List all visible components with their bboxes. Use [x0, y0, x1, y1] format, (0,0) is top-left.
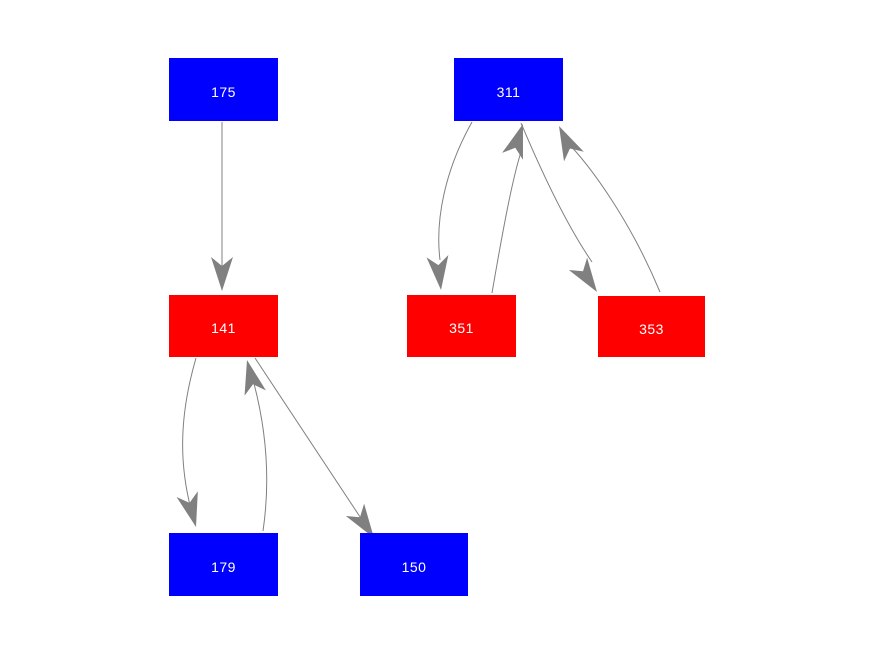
graph-edge-179-to-141: [248, 365, 268, 532]
graph-arrowhead-179-to-141: [244, 360, 266, 396]
graph-node-179[interactable]: 179: [169, 533, 278, 596]
graph-node-353[interactable]: 353: [598, 296, 705, 357]
graph-node-label: 311: [496, 83, 521, 100]
graph-arrowhead-175-to-141: [211, 257, 233, 291]
graph-arrowhead-141-to-179: [176, 491, 198, 527]
graph-edge-141-to-150: [254, 357, 373, 536]
graph-arrowhead-353-to-311: [559, 126, 584, 162]
graph-node-141[interactable]: 141: [169, 295, 278, 357]
graph-arrowhead-311-to-351: [426, 255, 449, 290]
graph-node-label: 175: [211, 83, 236, 100]
graph-node-311[interactable]: 311: [454, 58, 563, 121]
graph-edge-353-to-311: [564, 139, 661, 293]
graph-arrowhead-311-to-353: [568, 257, 597, 292]
graph-node-150[interactable]: 150: [360, 533, 468, 596]
graph-edge-311-to-353: [520, 122, 593, 263]
graph-node-label: 141: [211, 320, 236, 336]
graph-node-label: 179: [211, 558, 236, 575]
graph-node-175[interactable]: 175: [169, 58, 278, 121]
graph-edge-141-to-179: [182, 357, 197, 521]
graph-node-label: 353: [639, 320, 664, 337]
graph-node-351[interactable]: 351: [407, 295, 516, 357]
graph-node-label: 150: [401, 558, 427, 575]
graph-edge-351-to-311: [491, 151, 522, 294]
graph-arrowhead-141-to-150: [345, 503, 374, 538]
graph-edge-311-to-351: [438, 121, 473, 261]
graph-arrowhead-351-to-311: [502, 124, 523, 160]
graph-node-label: 351: [449, 320, 474, 336]
